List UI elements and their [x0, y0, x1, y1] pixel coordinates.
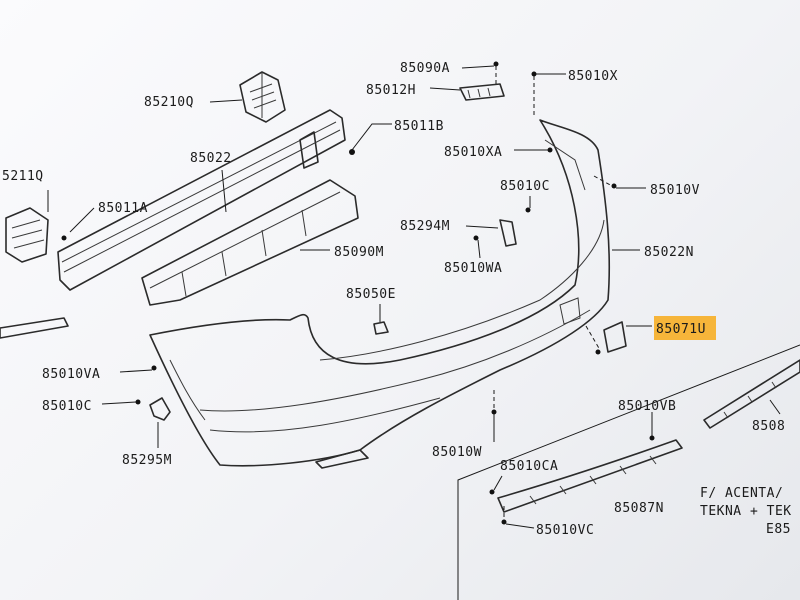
bracket-85211Q [5, 207, 49, 263]
bracket-85012H [459, 83, 505, 101]
label-85210Q: 85210Q [144, 95, 194, 110]
label-85010WA: 85010WA [444, 261, 502, 276]
label-85010VC: 85010VC [536, 523, 594, 538]
reinforcement-85022 [57, 109, 346, 291]
moulding-8508x [703, 359, 800, 429]
label-85010C-left: 85010C [42, 399, 92, 414]
label-85010CA: 85010CA [500, 459, 558, 474]
label-85011A: 85011A [98, 201, 148, 216]
clip-85294M [499, 219, 517, 247]
variant-box-border [457, 344, 800, 600]
variant-note-line3: E85 [766, 522, 791, 537]
label-85022: 85022 [190, 151, 232, 166]
label-85010X: 85010X [568, 69, 618, 84]
label-85011B: 85011B [394, 119, 444, 134]
rail-left [0, 317, 69, 339]
label-85010C-top: 85010C [500, 179, 550, 194]
label-85090A: 85090A [400, 61, 450, 76]
label-85010W: 85010W [432, 445, 482, 460]
label-85012H: 85012H [366, 83, 416, 98]
moulding-85087N [497, 439, 683, 513]
label-85090M: 85090M [334, 245, 384, 260]
absorber-85090M [141, 179, 359, 306]
label-85010VA: 85010VA [42, 367, 100, 382]
bumper-fascia-85022N [149, 119, 611, 469]
label-85010XA: 85010XA [444, 145, 502, 160]
label-85211Q: 5211Q [2, 169, 44, 184]
label-85295M: 85295M [122, 453, 172, 468]
fastener-dots [61, 61, 655, 525]
tow-hook-cover-85071U [603, 321, 627, 353]
label-85071U: 85071U [656, 322, 706, 337]
label-85050E: 85050E [346, 287, 396, 302]
label-85294M: 85294M [400, 219, 450, 234]
clip-85050E [373, 321, 389, 335]
label-85010VB: 85010VB [618, 399, 676, 414]
leader-lines [47, 65, 781, 529]
bracket-85012H-ribs [467, 87, 491, 99]
label-85087N: 85087N [614, 501, 664, 516]
bracket-85210Q [239, 71, 286, 123]
label-8508x: 8508 [752, 419, 785, 434]
label-85010V: 85010V [650, 183, 700, 198]
bracket-85295M [149, 397, 171, 421]
variant-note-line2: TEKNA + TEK [700, 504, 792, 519]
variant-note-line1: F/ ACENTA/ [700, 486, 783, 501]
highlight-85071U [654, 316, 716, 340]
label-85022N: 85022N [644, 245, 694, 260]
